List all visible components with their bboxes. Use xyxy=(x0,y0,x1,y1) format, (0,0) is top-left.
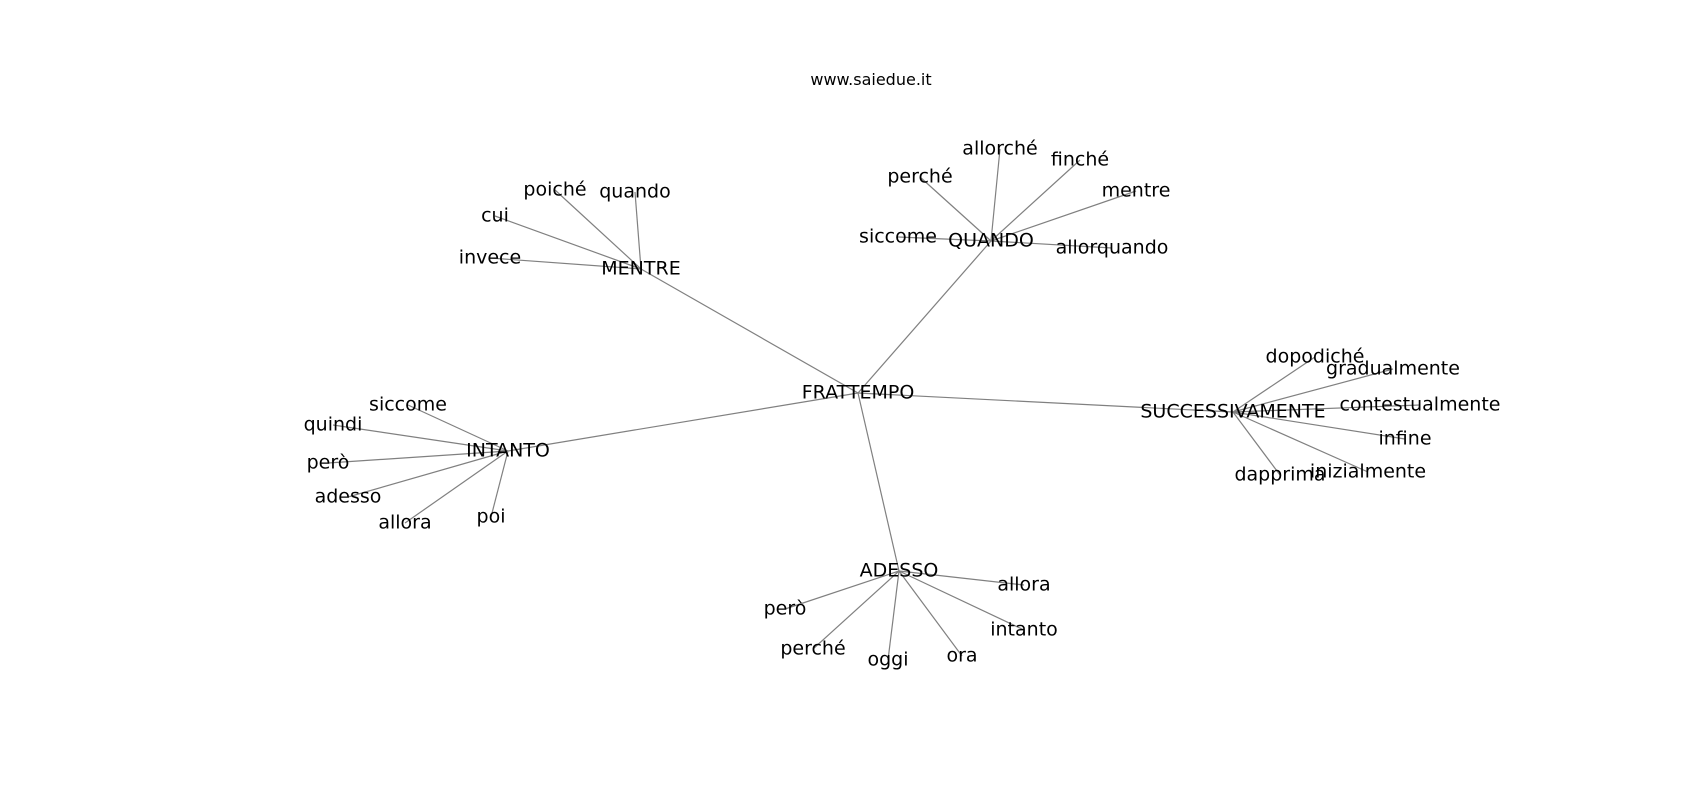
leaf-node-successivamente-inizialmente: inizialmente xyxy=(1310,461,1426,483)
edge-adesso-pero xyxy=(784,570,900,610)
leaf-node-quando-finche: finché xyxy=(1051,149,1109,171)
leaf-node-adesso-intanto: intanto xyxy=(990,619,1058,641)
edge-adesso-intanto xyxy=(898,570,1025,631)
edge-mentre-cui xyxy=(494,215,642,270)
edge-frattempo-quando xyxy=(857,240,992,394)
leaf-node-adesso-pero: però xyxy=(764,598,807,620)
leaf-node-successivamente-contestualmente: contestualmente xyxy=(1340,394,1501,416)
edge-successivamente-dopodiche xyxy=(1232,356,1316,413)
edge-layer xyxy=(327,148,1421,661)
hub-node-successivamente: SUCCESSIVAMENTE xyxy=(1140,401,1325,423)
leaf-node-adesso-allora: allora xyxy=(997,574,1050,596)
leaf-node-adesso-ora: ora xyxy=(946,645,977,667)
hub-node-intanto: INTANTO xyxy=(466,440,550,462)
leaf-node-mentre-poiche: poiché xyxy=(523,179,586,201)
edge-intanto-poi xyxy=(490,450,509,518)
edge-quando-siccome xyxy=(897,236,992,242)
edge-successivamente-dapprima xyxy=(1232,411,1281,476)
edge-successivamente-gradualmente xyxy=(1232,368,1394,413)
hub-node-adesso: ADESSO xyxy=(860,560,939,582)
leaf-node-adesso-perche: perché xyxy=(780,638,845,660)
leaf-node-quando-allorche: allorché xyxy=(962,138,1037,160)
hub-node-quando: QUANDO xyxy=(948,230,1034,252)
hub-node-mentre: MENTRE xyxy=(601,258,680,280)
leaf-node-mentre-quando: quando xyxy=(599,181,670,203)
edge-adesso-allora xyxy=(898,570,1025,586)
edge-frattempo-adesso xyxy=(857,392,900,572)
edge-mentre-invece xyxy=(489,257,642,270)
edge-successivamente-inizialmente xyxy=(1232,411,1369,473)
leaf-node-quando-perche: perché xyxy=(887,166,952,188)
leaf-node-successivamente-gradualmente: gradualmente xyxy=(1326,358,1460,380)
leaf-node-intanto-poi: poi xyxy=(477,506,506,528)
leaf-node-successivamente-dapprima: dapprima xyxy=(1234,464,1325,486)
edge-quando-allorche xyxy=(990,148,1001,242)
leaf-node-intanto-pero: però xyxy=(307,452,350,474)
leaf-node-adesso-oggi: oggi xyxy=(867,649,908,671)
edge-mentre-poiche xyxy=(554,189,642,270)
center-node-frattempo: FRATTEMPO xyxy=(802,382,915,404)
edge-successivamente-contestualmente xyxy=(1232,404,1421,413)
edge-intanto-allora xyxy=(404,450,509,524)
edge-intanto-adesso xyxy=(347,450,509,498)
edge-quando-allorquando xyxy=(990,240,1113,249)
leaf-node-intanto-siccome: siccome xyxy=(369,394,447,416)
edge-quando-perche xyxy=(919,176,992,242)
leaf-node-quando-mentre: mentre xyxy=(1102,180,1171,202)
edge-adesso-oggi xyxy=(887,570,900,661)
label-layer: FRATTEMPO MENTRE poiché quando cui invece QUAN… xyxy=(304,138,1501,671)
leaf-node-mentre-cui: cui xyxy=(481,205,509,227)
site-title: www.saiedue.it xyxy=(810,70,932,89)
edge-mentre-quando xyxy=(634,191,642,270)
leaf-node-intanto-adesso: adesso xyxy=(315,486,382,508)
edge-intanto-quindi xyxy=(332,424,509,452)
leaf-node-successivamente-dopodiche: dopodiché xyxy=(1266,346,1365,368)
leaf-node-successivamente-infine: infine xyxy=(1378,428,1431,450)
leaf-node-quando-siccome: siccome xyxy=(859,226,937,248)
edge-intanto-pero xyxy=(327,450,509,464)
edge-adesso-ora xyxy=(898,570,963,657)
leaf-node-mentre-invece: invece xyxy=(459,247,521,269)
edge-frattempo-intanto xyxy=(507,392,859,452)
edge-frattempo-mentre xyxy=(640,268,859,394)
leaf-node-intanto-allora: allora xyxy=(378,512,431,534)
leaf-node-intanto-quindi: quindi xyxy=(304,414,363,436)
edge-successivamente-infine xyxy=(1232,411,1406,440)
edge-intanto-siccome xyxy=(407,404,509,452)
edge-adesso-perche xyxy=(812,570,900,650)
leaf-node-quando-allorquando: allorquando xyxy=(1056,237,1169,259)
edge-frattempo-successivamente xyxy=(857,392,1234,413)
edge-quando-finche xyxy=(990,159,1081,242)
edge-quando-mentre xyxy=(990,190,1137,242)
